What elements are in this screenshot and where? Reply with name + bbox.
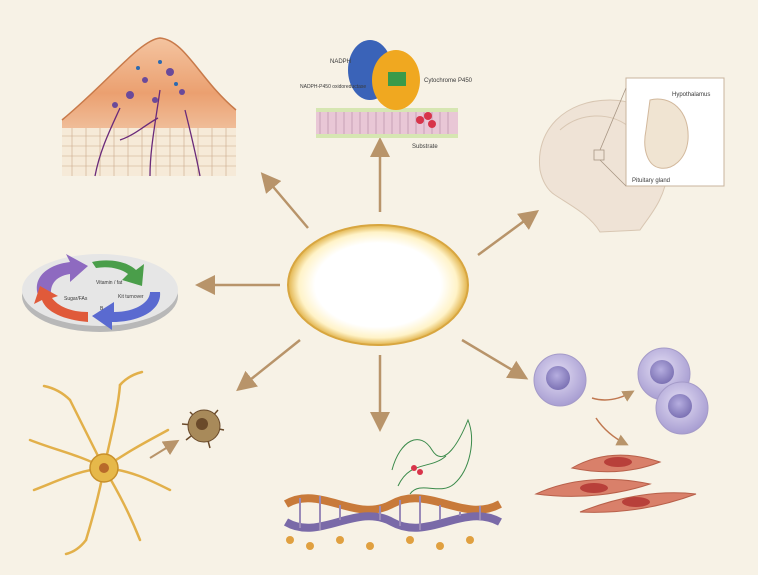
substrate-label: Substrate — [412, 144, 438, 150]
cycle-label-top: Vitamin / fat — [96, 280, 123, 286]
cell-differentiation-icon — [533, 347, 709, 513]
arrow-to-neuron — [236, 339, 301, 392]
reductase-label: NADPH-P450 oxidoreductase — [300, 84, 366, 90]
metabolic-cycle-icon: Sugar/FAs Vitamin / fat Kit turnover B — [22, 254, 178, 332]
arrow-to-skin — [260, 172, 309, 229]
central-ellipse — [287, 224, 469, 346]
arrows — [195, 137, 540, 432]
hypothalamus-label: Hypothalamus — [672, 92, 710, 98]
cytochrome-p450-icon: NADPH NADPH-P450 oxidoreductase Cytochro… — [300, 40, 473, 150]
neuron-dendritic-cell-icon — [28, 370, 225, 556]
brain-hypothalamus-icon: Hypothalamus Pituitary gland — [538, 77, 725, 233]
cytochrome-label: Cytochrome P450 — [424, 78, 473, 84]
skin-cross-section-icon — [61, 37, 237, 177]
dna-protein-complex-icon — [283, 418, 502, 550]
nadph-label: NADPH — [330, 59, 351, 65]
arrow-to-brain — [477, 210, 540, 257]
pituitary-label: Pituitary gland — [632, 178, 670, 184]
cycle-label-left: Sugar/FAs — [64, 296, 88, 302]
arrow-to-cells — [461, 338, 529, 380]
cycle-label-middle: B — [100, 306, 104, 312]
cycle-label-right: Kit turnover — [118, 294, 144, 300]
